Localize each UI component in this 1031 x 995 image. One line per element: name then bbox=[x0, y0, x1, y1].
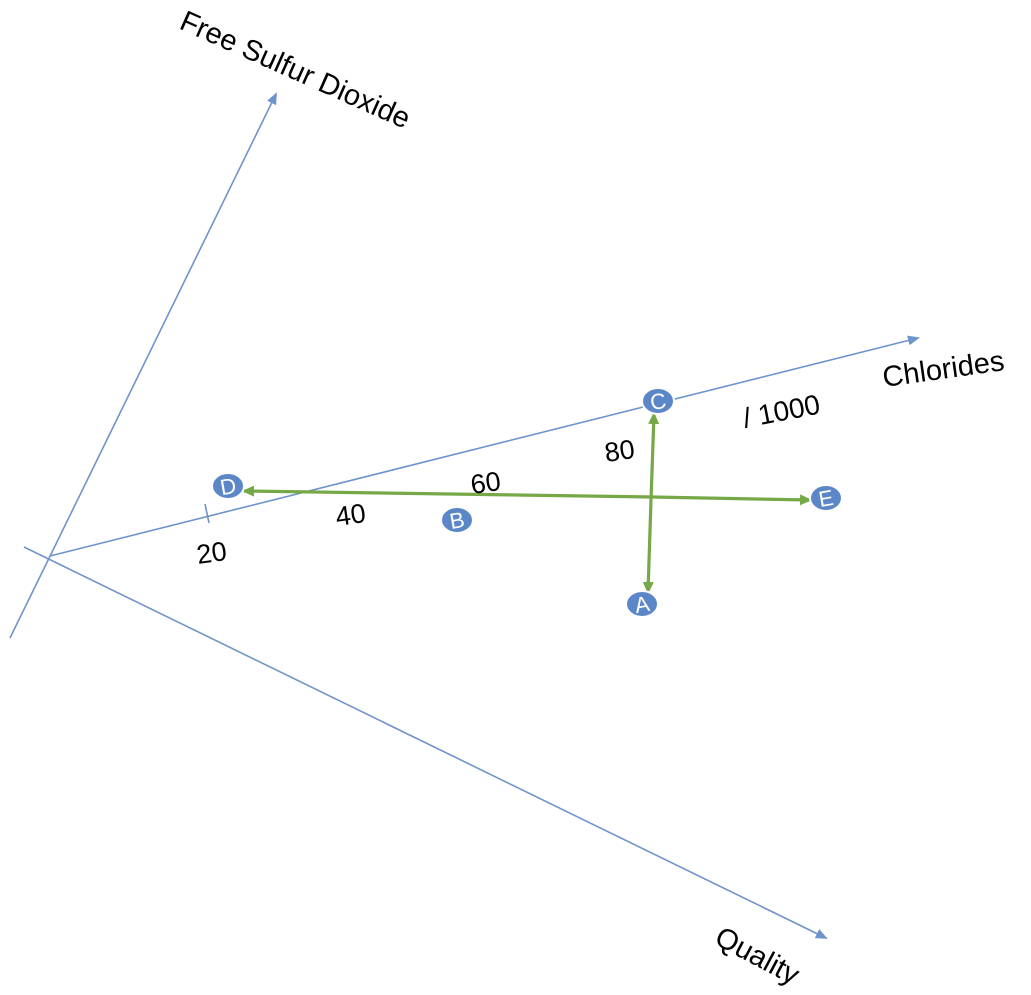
point-a: A bbox=[625, 590, 659, 618]
tick-label-40: 40 bbox=[334, 498, 368, 532]
quality-label: Quality bbox=[710, 921, 805, 992]
point-b-letter: B bbox=[448, 507, 467, 534]
horizontal-double-arrow-left bbox=[242, 485, 653, 499]
point-d: D bbox=[211, 472, 245, 500]
quality-axis bbox=[23, 546, 828, 939]
point-c: C bbox=[641, 387, 675, 415]
point-d-letter: D bbox=[218, 473, 238, 500]
tick-label-20: 20 bbox=[195, 536, 229, 570]
chlorides-scale-note: / 1000 bbox=[740, 389, 822, 434]
free-sulfur-dioxide-label: Free Sulfur Dioxide bbox=[175, 5, 415, 135]
vertical-double-arrow bbox=[648, 412, 660, 501]
point-b: B bbox=[440, 506, 474, 534]
chlorides-tick-mark bbox=[204, 503, 210, 524]
vertical-double-arrow-down bbox=[642, 499, 654, 594]
point-e: E bbox=[809, 484, 843, 512]
chlorides-label: Chlorides bbox=[881, 345, 1007, 394]
chlorides-axis bbox=[49, 335, 920, 557]
tick-label-60: 60 bbox=[469, 466, 503, 500]
point-a-letter: A bbox=[633, 591, 652, 618]
free-sulfur-dioxide-axis bbox=[9, 92, 277, 639]
point-e-letter: E bbox=[817, 485, 836, 512]
tick-label-80: 80 bbox=[603, 434, 637, 468]
point-c-letter: C bbox=[648, 388, 668, 415]
horizontal-double-arrow bbox=[651, 494, 812, 506]
